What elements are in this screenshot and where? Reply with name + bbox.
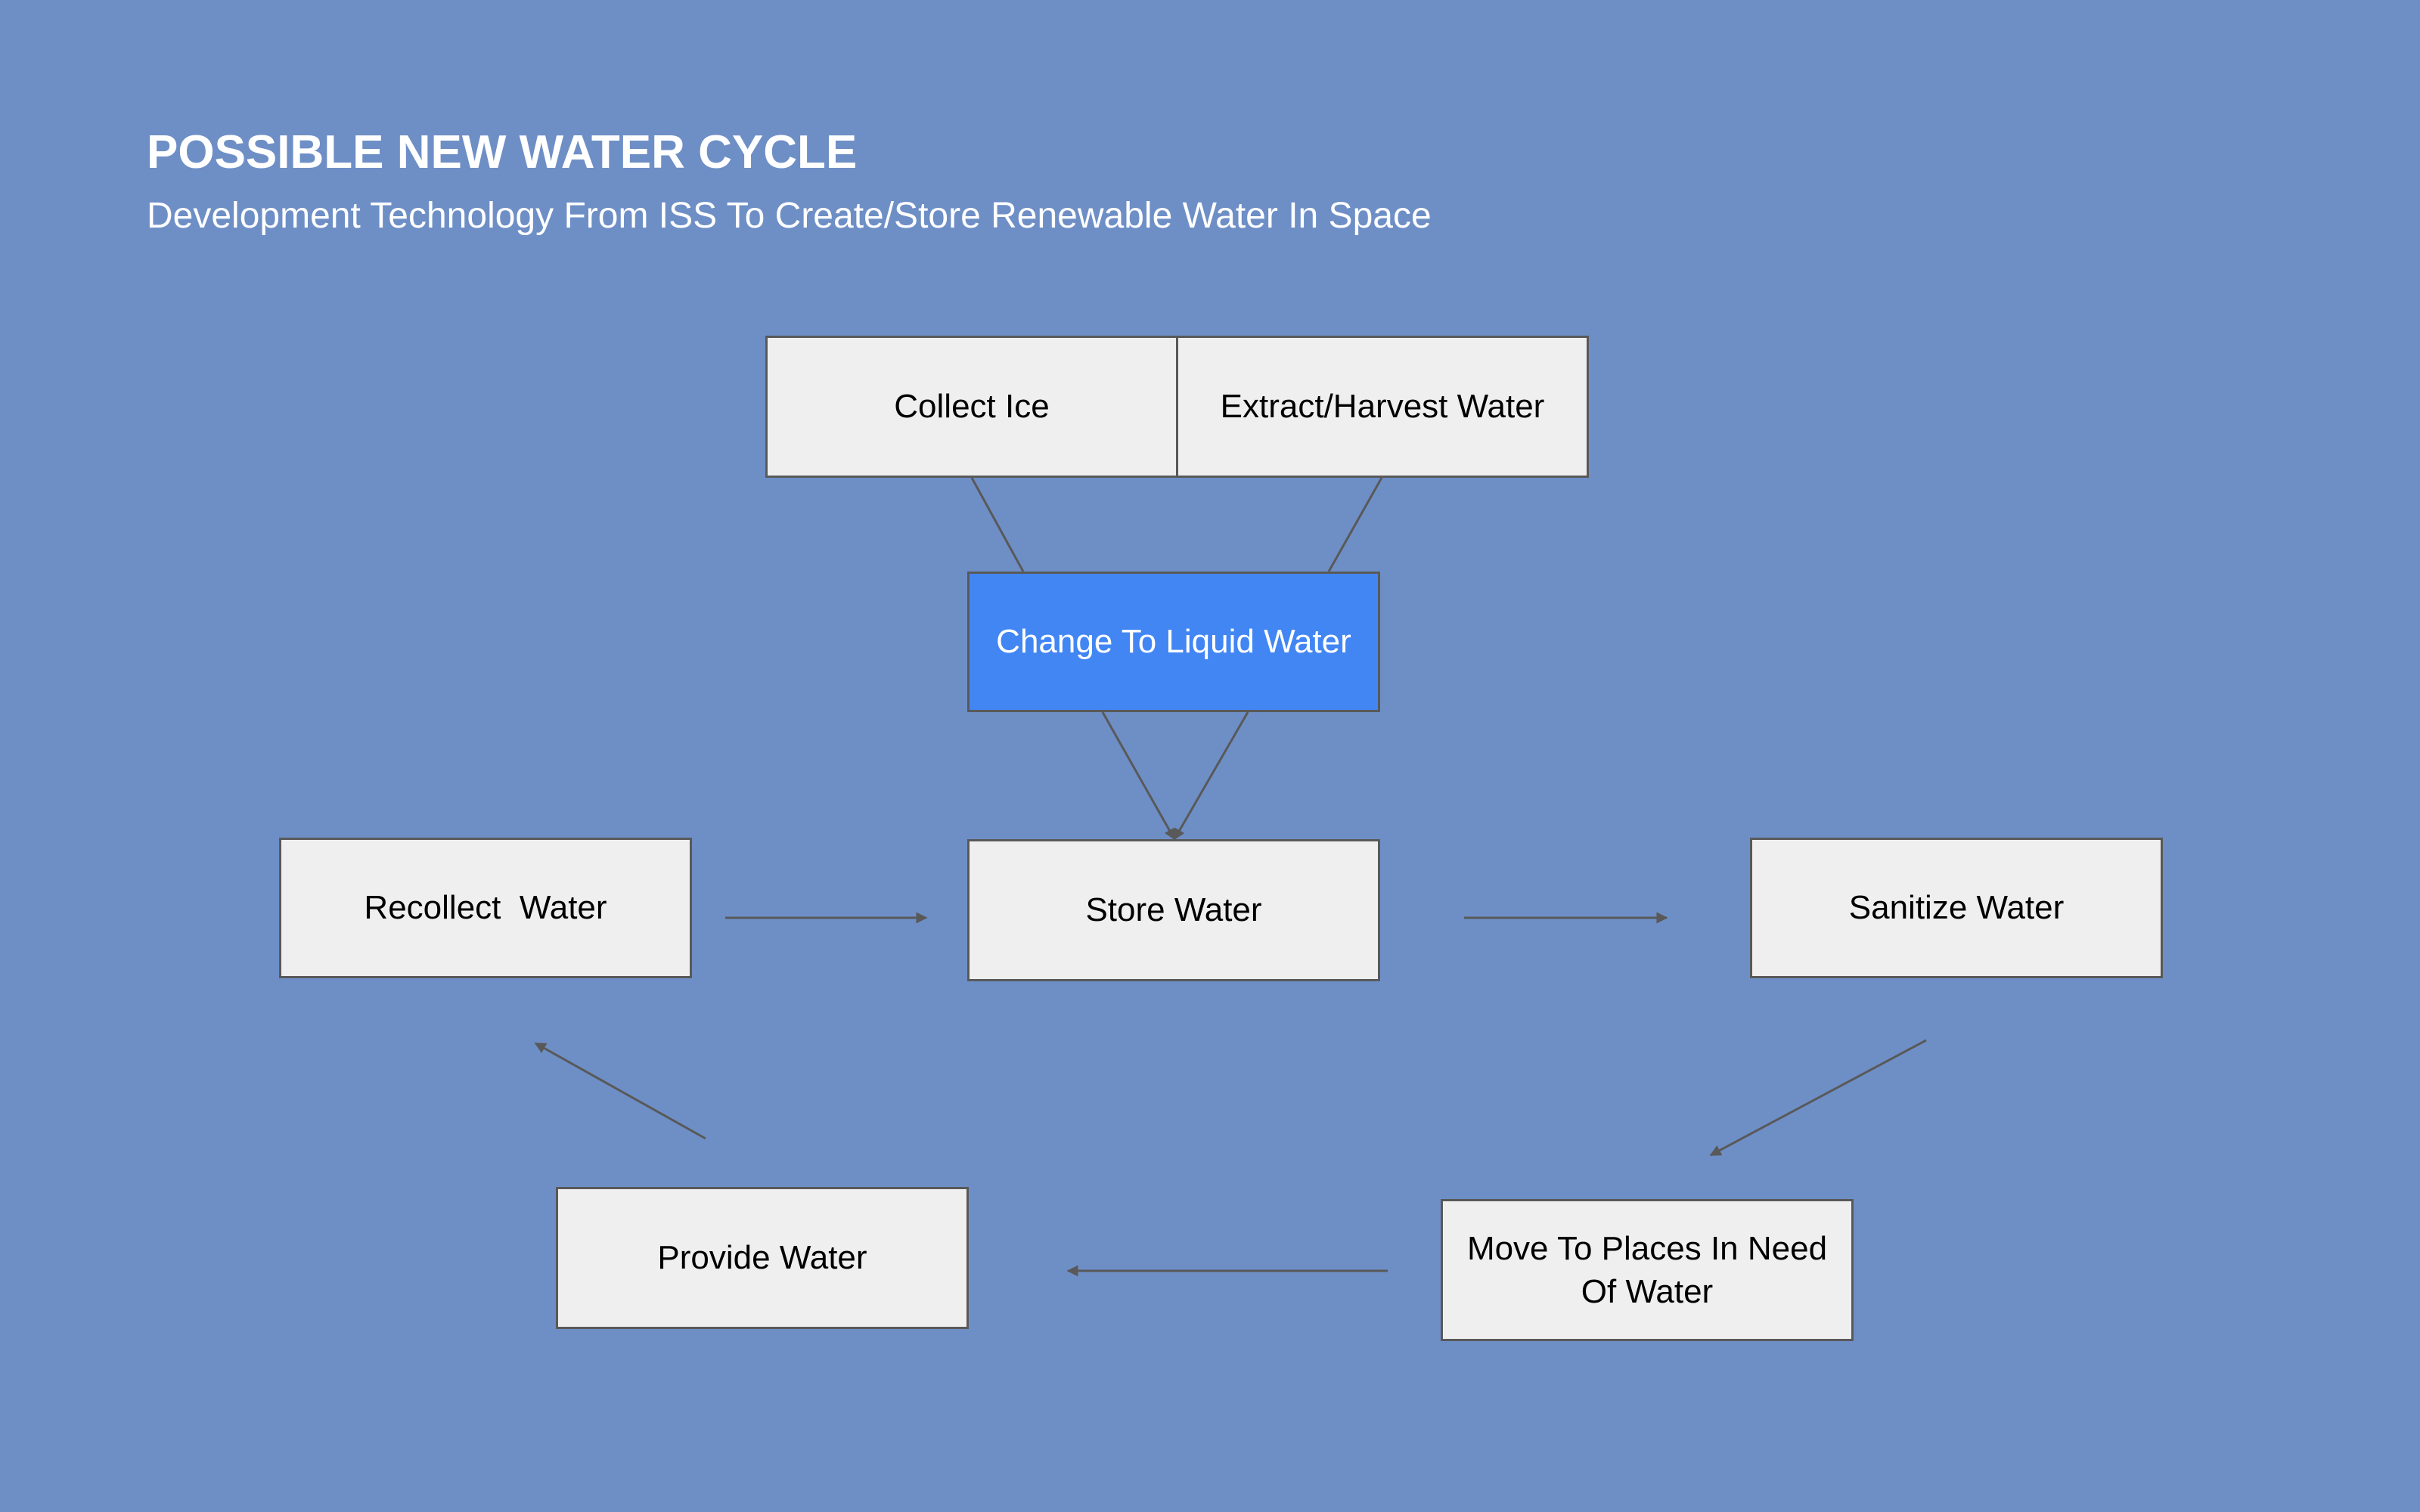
node-provide-water: Provide Water <box>556 1187 969 1329</box>
node-collect-ice-label: Collect Ice <box>894 388 1050 426</box>
connector-extract-to-change <box>1327 477 1383 572</box>
connector-change-to-store-left <box>1101 711 1176 841</box>
arrow-sanitize-to-move <box>1709 1039 1927 1157</box>
node-store-water-label: Store Water <box>1085 891 1262 929</box>
node-move-to-places: Move To Places In Need Of Water <box>1441 1199 1854 1341</box>
node-change-to-liquid-water: Change To Liquid Water <box>967 572 1380 712</box>
node-move-to-places-label-line2: Of Water <box>1581 1273 1714 1310</box>
node-collect-ice: Collect Ice <box>765 336 1178 478</box>
diagram-title: POSSIBLE NEW WATER CYCLE <box>147 126 858 178</box>
node-sanitize-water: Sanitize Water <box>1750 838 2163 978</box>
node-change-to-liquid-water-label: Change To Liquid Water <box>996 623 1351 661</box>
node-sanitize-water-label: Sanitize Water <box>1848 889 2065 927</box>
connector-change-to-store-right <box>1173 711 1249 841</box>
diagram-subtitle: Development Technology From ISS To Creat… <box>147 196 1432 236</box>
connector-collect-to-change <box>970 477 1025 572</box>
node-move-to-places-label-line1: Move To Places In Need <box>1466 1229 1828 1267</box>
node-recollect-water: Recollect Water <box>279 838 692 978</box>
node-extract-harvest-water-label: Extract/Harvest Water <box>1220 388 1545 426</box>
arrow-provide-to-recollect <box>534 1042 706 1140</box>
node-provide-water-label: Provide Water <box>657 1239 867 1277</box>
node-recollect-water-label: Recollect Water <box>364 889 607 927</box>
node-store-water: Store Water <box>967 839 1380 981</box>
node-extract-harvest-water: Extract/Harvest Water <box>1176 336 1589 478</box>
